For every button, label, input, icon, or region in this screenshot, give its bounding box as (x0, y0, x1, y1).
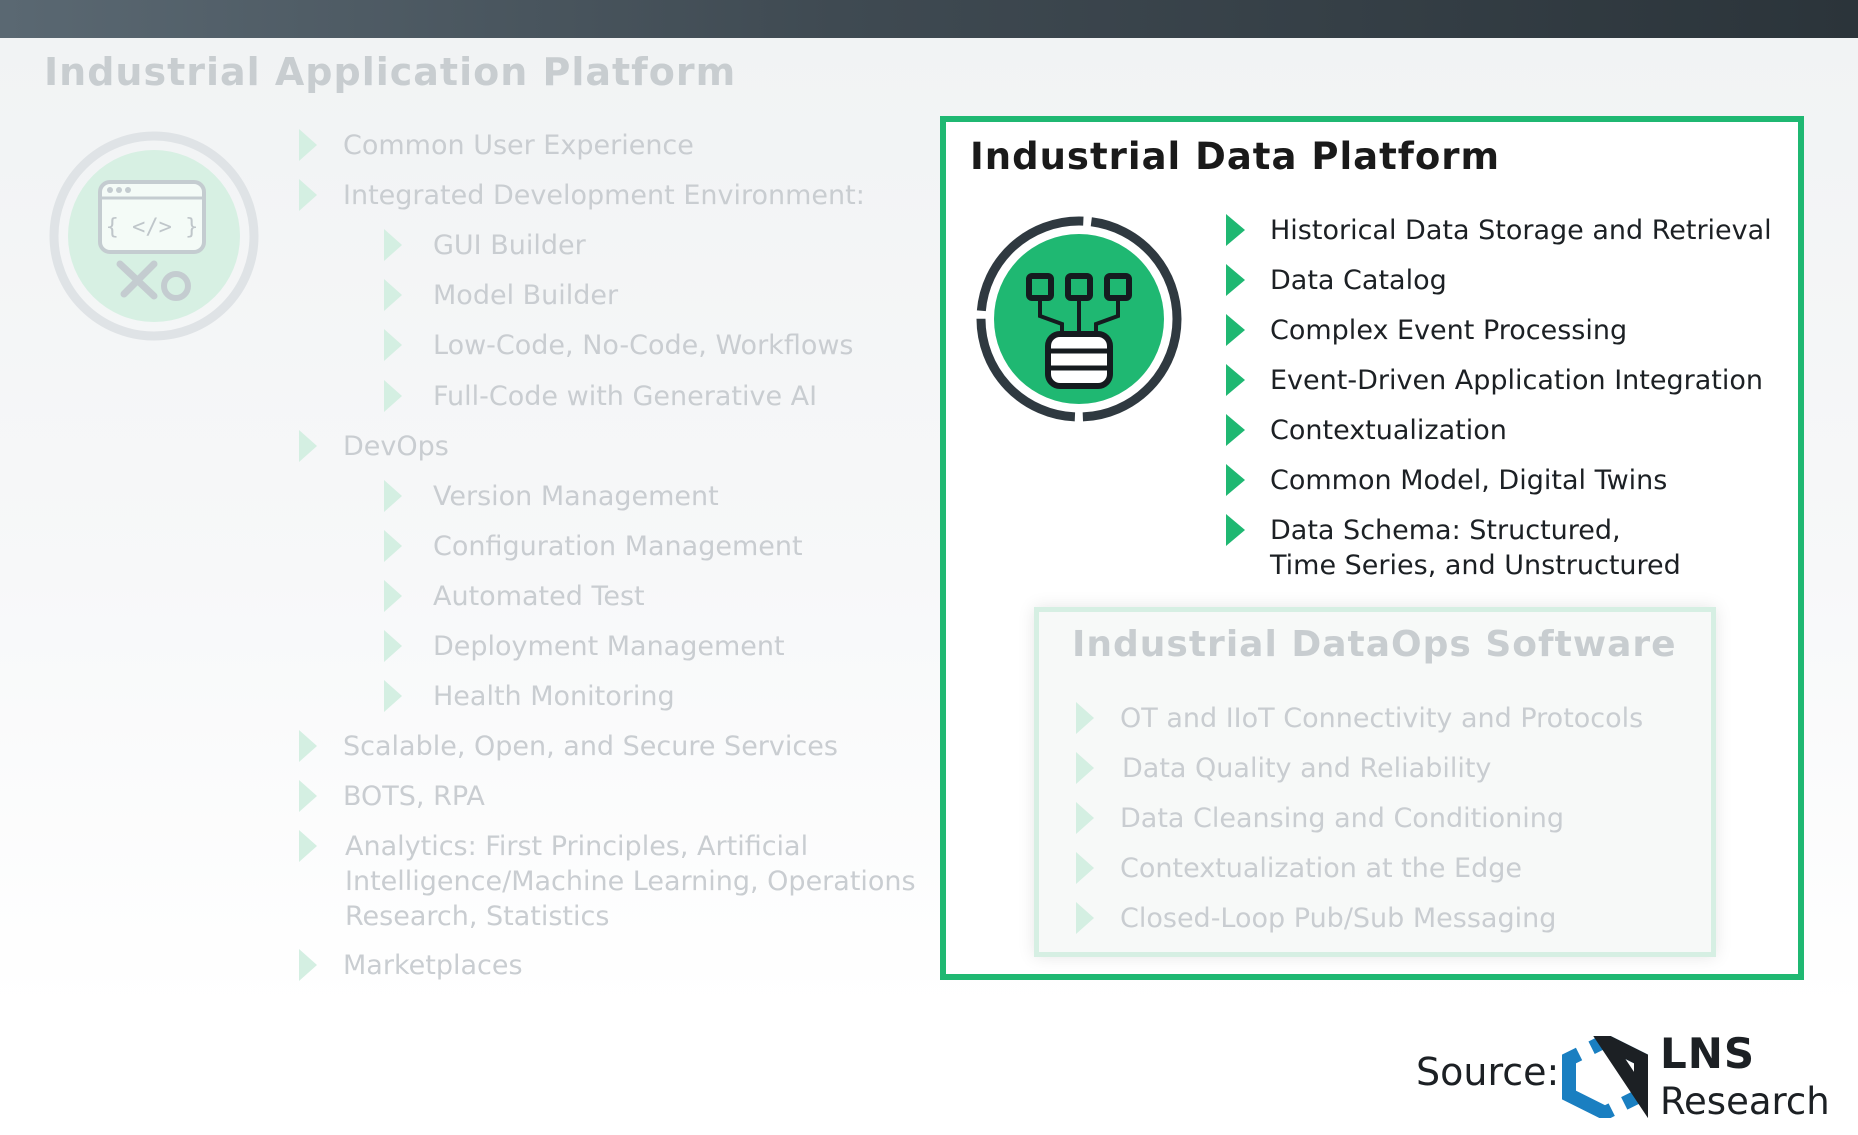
data-platform-title: Industrial Data Platform (970, 135, 1501, 178)
source-label: Source: (1416, 1050, 1560, 1094)
top-banner (0, 0, 1858, 38)
code-tools-icon: { </> } (49, 131, 259, 341)
lns-hexagon-logo (1562, 1036, 1648, 1118)
svg-text:{ </> }: { </> } (106, 215, 199, 240)
lns-brand-name: LNS (1660, 1029, 1756, 1078)
dataops-box (1034, 607, 1716, 957)
app-platform-title: Industrial Application Platform (44, 50, 737, 94)
database-network-icon (976, 216, 1182, 422)
dataops-title: Industrial DataOps Software (1072, 624, 1677, 665)
lns-brand-subtitle: Research (1660, 1080, 1830, 1123)
